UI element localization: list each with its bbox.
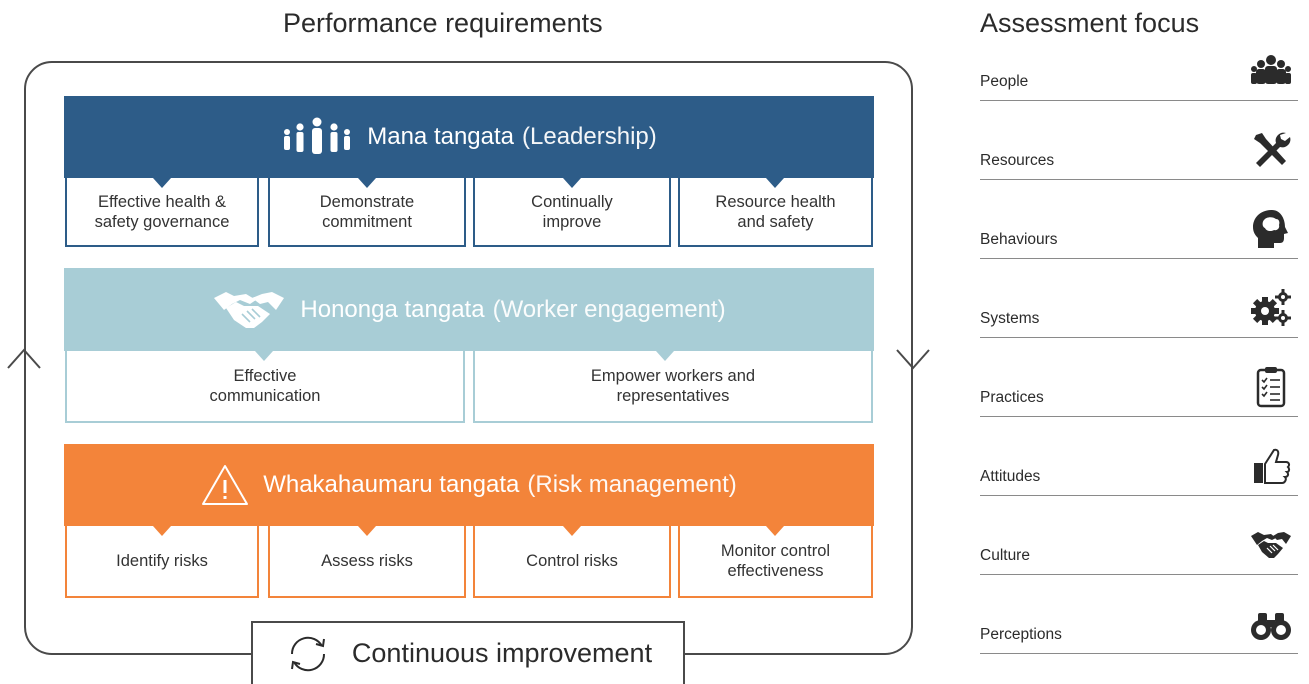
leadership-notch [563, 178, 581, 188]
focus-label: Systems [980, 310, 1040, 327]
leadership-item: Resource health and safety [678, 178, 873, 247]
worker-engagement-item: Effective communication [65, 351, 465, 423]
focus-label: Attitudes [980, 468, 1041, 485]
worker-engagement-banner: Hononga tangata (Worker engagement) [64, 268, 874, 351]
risk-item: Assess risks [268, 526, 466, 598]
continuous-improvement-label: Continuous improvement [351, 638, 653, 668]
leadership-item: Demonstrate commitment [268, 178, 466, 247]
people-icon [1251, 55, 1291, 84]
gears-icon [1251, 289, 1291, 326]
worker-notch [255, 351, 273, 361]
risk-item: Control risks [473, 526, 671, 598]
focus-row-perceptions: Perceptions [980, 575, 1298, 654]
handshake-icon [1251, 532, 1291, 558]
focus-row-systems: Systems [980, 259, 1298, 338]
leadership-item: Continually improve [473, 178, 671, 247]
cycle-arrows-icon [290, 636, 325, 671]
focus-row-behaviours: Behaviours [980, 180, 1298, 259]
focus-label: Resources [980, 152, 1055, 169]
risk-notch [563, 526, 581, 536]
thumbs-up-icon [1254, 448, 1291, 484]
risk-management-paren: (Risk management) [527, 471, 737, 498]
focus-row-culture: Culture [980, 496, 1298, 575]
leadership-paren: (Leadership) [522, 123, 657, 150]
clipboard-checklist-icon [1256, 367, 1286, 408]
risk-item: Identify risks [65, 526, 259, 598]
up-arrow-icon [7, 348, 41, 369]
focus-label: Practices [980, 389, 1044, 406]
worker-notch [656, 351, 674, 361]
risk-notch [766, 526, 784, 536]
leadership-item: Effective health & safety governance [65, 178, 259, 247]
risk-management-banner: Whakahaumaru tangata (Risk management) [64, 444, 874, 526]
focus-label: Culture [980, 547, 1030, 564]
leadership-banner: Mana tangata (Leadership) [64, 96, 874, 178]
worker-engagement-item: Empower workers and representatives [473, 351, 873, 423]
leadership-notch [153, 178, 171, 188]
binoculars-icon [1251, 613, 1291, 640]
leadership-name: Mana tangata [367, 123, 515, 150]
performance-title: Performance requirements [283, 8, 603, 38]
worker-engagement-paren: (Worker engagement) [492, 295, 726, 323]
leadership-notch [766, 178, 784, 188]
focus-row-resources: Resources [980, 101, 1298, 180]
loop-arrows [7, 348, 930, 370]
worker-engagement-name: Hononga tangata [300, 295, 485, 323]
warning-triangle-icon [202, 465, 249, 505]
focus-row-attitudes: Attitudes [980, 417, 1298, 496]
people-group-icon [284, 117, 351, 154]
down-arrow-icon [896, 349, 930, 370]
risk-notch [358, 526, 376, 536]
risk-notch [153, 526, 171, 536]
head-brain-icon [1253, 210, 1288, 248]
handshake-icon [214, 291, 285, 328]
assessment-title: Assessment focus [980, 8, 1200, 38]
tools-icon [1254, 132, 1291, 167]
risk-management-name: Whakahaumaru tangata [263, 471, 520, 498]
leadership-notch [358, 178, 376, 188]
focus-row-practices: Practices [980, 338, 1298, 417]
risk-item: Monitor control effectiveness [678, 526, 873, 598]
focus-label: Perceptions [980, 626, 1062, 643]
focus-row-people: People [980, 22, 1298, 101]
focus-label: Behaviours [980, 231, 1058, 248]
focus-label: People [980, 73, 1029, 90]
continuous-improvement-box: Continuous improvement [251, 621, 685, 684]
